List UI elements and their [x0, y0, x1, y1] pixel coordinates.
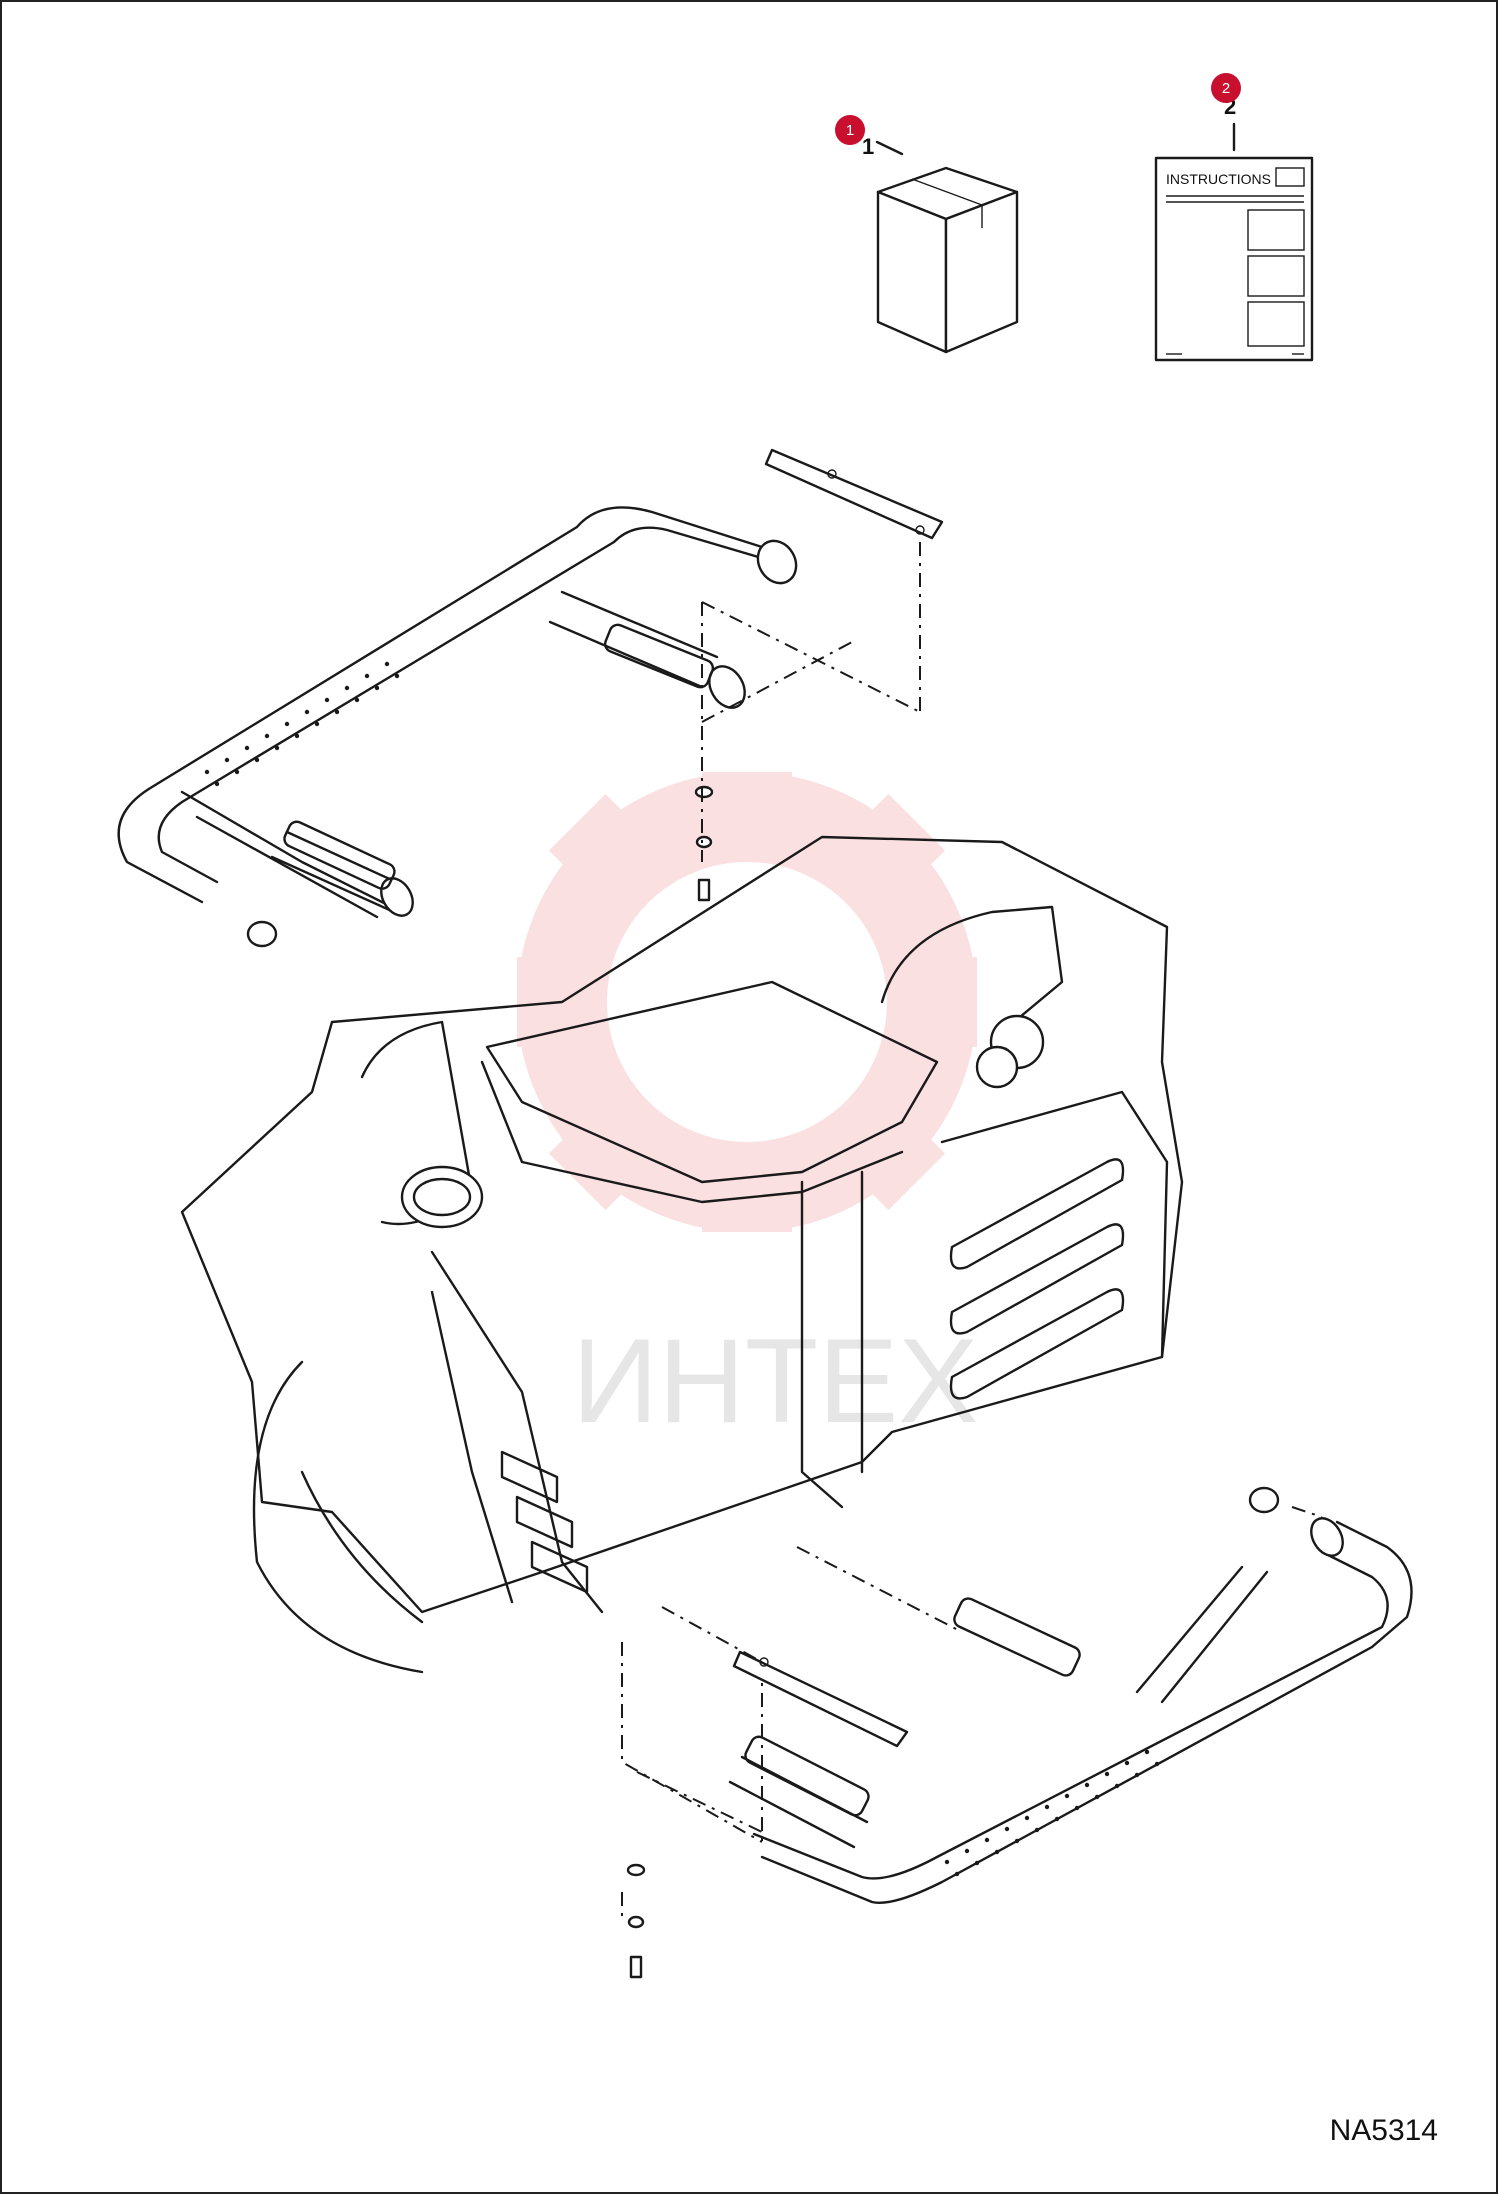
part-box-kit [875, 140, 1019, 354]
callout-badge-1[interactable]: 1 [835, 115, 865, 145]
watermark-gear-logo [517, 772, 977, 1232]
callout-label: 1 [846, 122, 854, 139]
grip-texture-lower [944, 1749, 1160, 1877]
front-vent-slots [500, 1450, 589, 1594]
lower-mounting-plate [732, 1650, 909, 1748]
callout-label: 2 [1222, 80, 1230, 97]
side-vent-slots [949, 1158, 1125, 1400]
part-instructions-sheet: INSTRUCTIONS [1154, 122, 1314, 362]
watermark-text: ИНТЕХ [572, 1314, 978, 1448]
lower-explode-lines [621, 1506, 1323, 1922]
machine-body [180, 835, 1184, 1674]
part-ref-number: 1 [862, 134, 874, 159]
diagram-code-label: NA5314 [1329, 2114, 1438, 2147]
grip-texture-upper [204, 661, 400, 787]
upper-mounting-plate [764, 448, 944, 540]
lower-handle-bar [728, 1486, 1413, 1904]
callout-badge-2[interactable]: 2 [1211, 73, 1241, 103]
upper-handle-bar [117, 506, 798, 948]
instructions-label: INSTRUCTIONS [1166, 171, 1271, 187]
upper-fasteners [694, 785, 714, 902]
lower-fasteners [626, 1863, 646, 1979]
